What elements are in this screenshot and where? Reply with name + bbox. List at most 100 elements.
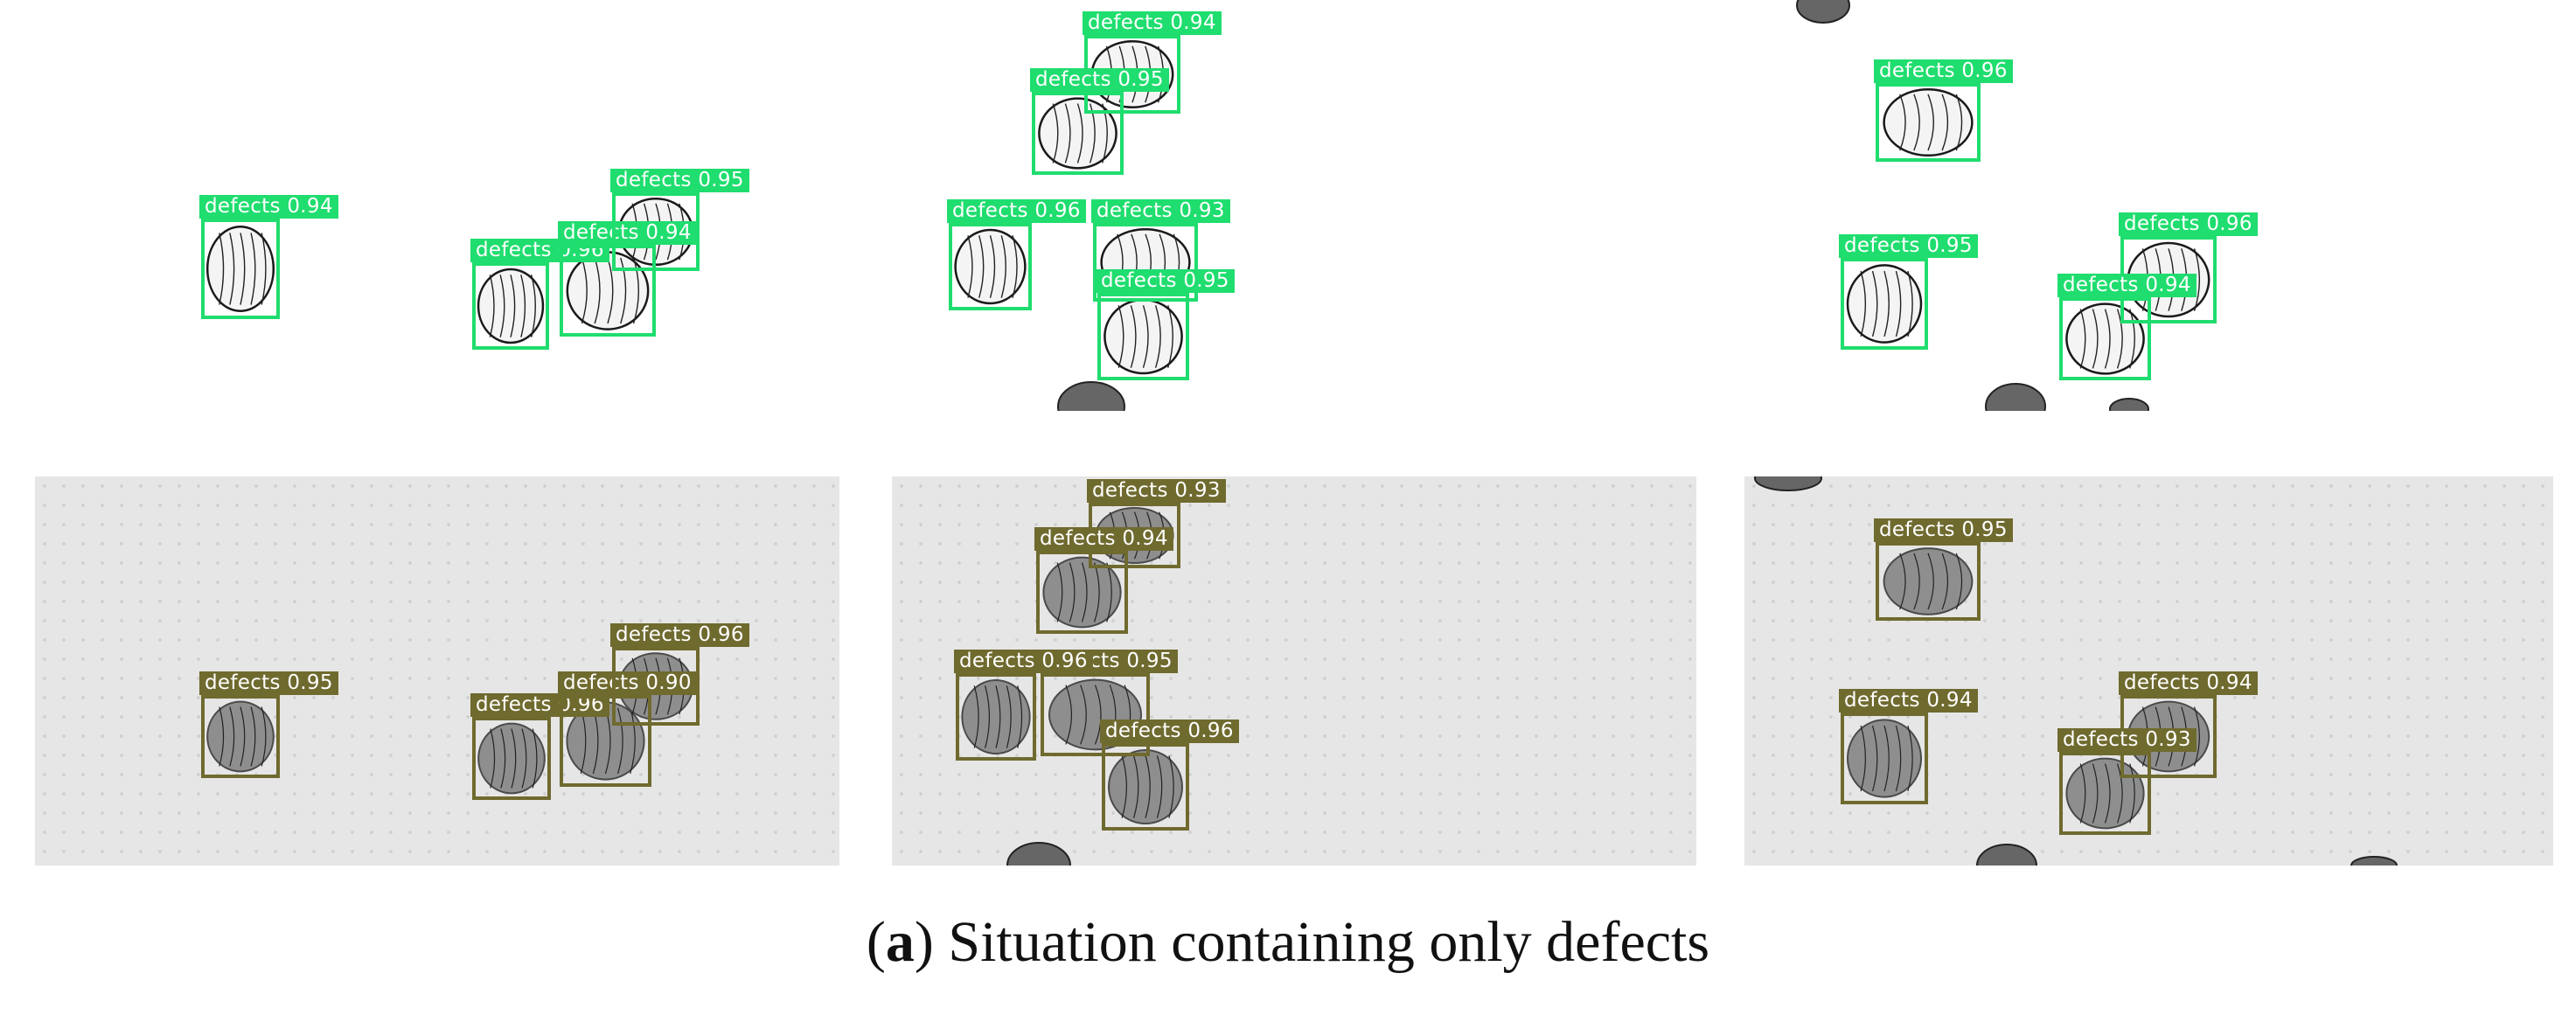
detection-box: defects 0.96 — [1100, 720, 1239, 831]
detection-box: defects 0.95 — [1874, 518, 2013, 621]
walnut — [1847, 719, 1922, 798]
walnut-layer — [206, 652, 693, 795]
bounding-box — [949, 223, 1032, 310]
walnut — [1104, 298, 1183, 375]
detection-label: defects 0.94 — [558, 221, 697, 245]
bounding-box — [2059, 297, 2151, 380]
detection-label: defects 0.93 — [1091, 199, 1230, 223]
detection-box: defects 0.94 — [1083, 11, 1222, 114]
detection-box: defects 0.93 — [2057, 728, 2197, 835]
detection-label: defects 0.96 — [610, 623, 749, 647]
detection-label: defects 0.94 — [1083, 11, 1222, 35]
figure-caption: (a) Situation containing only defects — [866, 910, 1710, 974]
bounding-box — [1876, 83, 1981, 162]
detection-label: defects 0.95 — [199, 671, 338, 695]
detection-box: defects 0.95 — [1030, 68, 1169, 175]
walnut — [1846, 264, 1923, 344]
bounding-box — [560, 695, 651, 787]
walnut — [1883, 547, 1974, 615]
detection-label: defects 0.96 — [2119, 212, 2258, 236]
detection-box: defects 0.95 — [1839, 234, 1978, 350]
detection-label: defects 0.94 — [1034, 527, 1173, 551]
detection-box: defects 0.90 — [558, 671, 697, 787]
bounding-box — [1841, 258, 1928, 350]
detection-box: defects 0.95 — [1096, 269, 1235, 380]
detection-label: defects 0.96 — [1100, 720, 1239, 743]
walnut-layer — [205, 197, 694, 344]
detection-label: defects 0.96 — [470, 693, 609, 717]
bounding-box — [1102, 743, 1189, 831]
partial-walnut — [1985, 383, 2046, 411]
bounding-box — [1876, 542, 1981, 621]
detection-label: defects 0.94 — [2119, 671, 2258, 695]
walnut — [477, 722, 546, 795]
detection-label: defects 0.93 — [1087, 479, 1226, 503]
detection-label: defects 0.96 — [947, 199, 1086, 223]
bounding-box — [956, 673, 1036, 761]
bounding-box — [1032, 92, 1124, 175]
detection-label: defects 0.90 — [558, 671, 697, 695]
detection-label: defects 0.94 — [199, 195, 338, 219]
detection-label: defects 0.96 — [954, 650, 1093, 673]
bounding-box — [1097, 293, 1189, 380]
bounding-box — [1841, 713, 1928, 804]
caption-text: Situation containing only defects — [948, 910, 1710, 974]
walnut — [954, 228, 1027, 305]
walnut — [205, 225, 275, 313]
detection-box: defects 0.96 — [470, 693, 609, 800]
walnut — [477, 268, 545, 344]
bounding-box — [472, 717, 551, 800]
detection-box: defects 0.94 — [1034, 527, 1173, 634]
detection-box: defects 0.94 — [1839, 689, 1978, 804]
walnut — [1038, 97, 1117, 170]
detection-box: defects 0.96 — [470, 239, 609, 350]
detection-box: defects 0.96 — [947, 199, 1086, 310]
walnut — [1883, 87, 1974, 157]
detection-label: defects 0.94 — [1839, 689, 1978, 713]
bounding-box — [560, 245, 656, 337]
partial-walnut — [2109, 398, 2149, 411]
detection-label: defects 0.95 — [1874, 518, 2013, 542]
image-panel-top-right: defects 0.96 defects 0.95 defects 0.96 defe… — [1744, 0, 2553, 411]
bounding-box — [201, 219, 280, 319]
walnut — [961, 679, 1031, 754]
walnut-layer — [1754, 476, 2398, 866]
walnut-layer — [954, 39, 1191, 411]
detection-label: defects 0.93 — [2057, 728, 2197, 752]
bounding-box — [472, 262, 549, 350]
walnut — [1108, 749, 1183, 824]
detection-box: defects 0.93 — [1091, 199, 1230, 302]
caption-letter: a — [885, 910, 915, 974]
partial-walnut — [1976, 844, 2037, 866]
detection-box: defects 0.96 — [954, 650, 1093, 761]
detection-label: defects 0.95 — [1096, 269, 1235, 293]
detection-label: defects 0.96 — [1874, 59, 2013, 83]
bounding-box — [1041, 673, 1150, 756]
bounding-box — [612, 192, 700, 271]
detection-label: defects 0.95 — [1030, 68, 1169, 92]
detection-label: defects 0.95 — [610, 169, 749, 192]
bounding-box — [201, 695, 280, 778]
bounding-box — [1093, 223, 1198, 302]
bounding-box — [612, 647, 700, 726]
detection-label: defects 0.94 — [2057, 274, 2197, 297]
detection-box: defects 0.96 — [610, 623, 749, 726]
detection-box: defects 0.95 — [199, 671, 338, 778]
partial-walnut — [1006, 842, 1071, 866]
bounding-box — [2059, 752, 2151, 835]
detection-box: defects 0.94 — [2057, 274, 2197, 380]
partial-walnut — [1057, 381, 1125, 411]
walnut — [206, 700, 275, 773]
partial-walnut — [2350, 856, 2398, 866]
detection-box: defects 0.94 — [558, 221, 697, 337]
detection-label: defects 0.95 — [1839, 234, 1978, 258]
bounding-box — [1036, 551, 1128, 634]
detection-box: defects 0.95 — [610, 169, 749, 271]
partial-walnut — [1796, 0, 1850, 24]
detection-box: defects 0.96 — [1874, 59, 2013, 162]
partial-walnut — [1754, 476, 1822, 491]
